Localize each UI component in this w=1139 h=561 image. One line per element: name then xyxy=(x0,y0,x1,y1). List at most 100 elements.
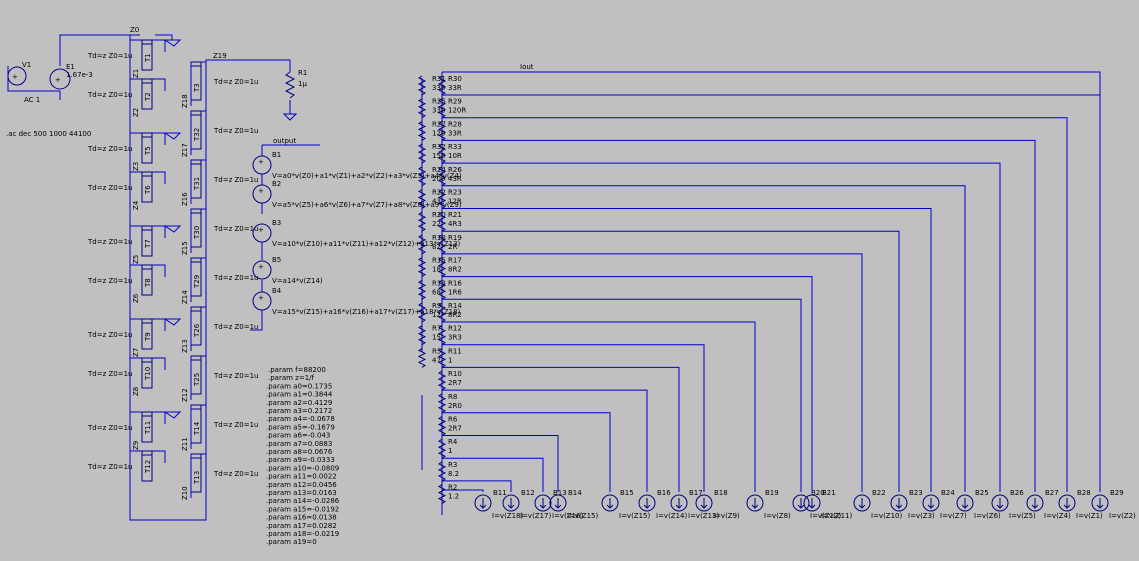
tap-wire xyxy=(442,276,813,492)
ladder-resistor[interactable]: R41 xyxy=(437,438,458,459)
b-voltage-source[interactable]: +B2V=a5*v(Z5)+a6*v(Z6)+a7*v(Z7)+a8*v(Z8)… xyxy=(252,180,462,209)
b-voltage-source[interactable]: +B1V=a0*v(Z0)+a1*v(Z1)+a2*v(Z2)+a3*v(Z3)… xyxy=(252,151,462,180)
ladder-resistor[interactable]: R21.2 xyxy=(437,484,459,505)
param-directive: .param a15=-0.0192 xyxy=(266,505,339,513)
resistor-body xyxy=(417,257,427,278)
b-voltage-source[interactable]: +B5V=a14*v(Z14) xyxy=(252,256,323,285)
tline-label: T32 xyxy=(193,128,201,142)
ladder-resistor[interactable]: R38.2 xyxy=(437,461,459,482)
tap-wire xyxy=(442,389,648,492)
current-source-name: B27 xyxy=(1045,489,1059,497)
b-voltage-source[interactable]: +B3V=a10*v(Z10)+a11*v(Z11)+a12*v(Z12)+a1… xyxy=(252,219,461,248)
left-tline-wire xyxy=(130,450,166,463)
resistor-value: 1 xyxy=(448,447,452,455)
param-directives: .param f=88200.param z=1/f.param a0=0.17… xyxy=(266,366,340,546)
tap-wire xyxy=(442,366,680,492)
tline-body xyxy=(141,264,153,296)
tap-wire xyxy=(442,139,1036,492)
tap-wire xyxy=(442,185,966,492)
r1-resistor[interactable] xyxy=(284,71,296,99)
v1-voltage-source[interactable]: + xyxy=(7,66,27,86)
tline-node-label: Z18 xyxy=(181,94,189,108)
tline-body xyxy=(141,39,153,71)
resistor-body xyxy=(437,393,447,414)
e1-controlled-source[interactable]: + xyxy=(49,68,71,90)
right-tline-wire xyxy=(190,61,206,106)
e1-name: E1 xyxy=(66,63,75,71)
b-voltage-source[interactable]: +B4V=a15*v(Z15)+a16*v(Z16)+a17*v(Z17)+a1… xyxy=(252,287,461,316)
param-directive: .param a3=0.2172 xyxy=(266,407,332,415)
resistor-name: R20 xyxy=(432,211,446,219)
current-source-name: B24 xyxy=(941,489,955,497)
